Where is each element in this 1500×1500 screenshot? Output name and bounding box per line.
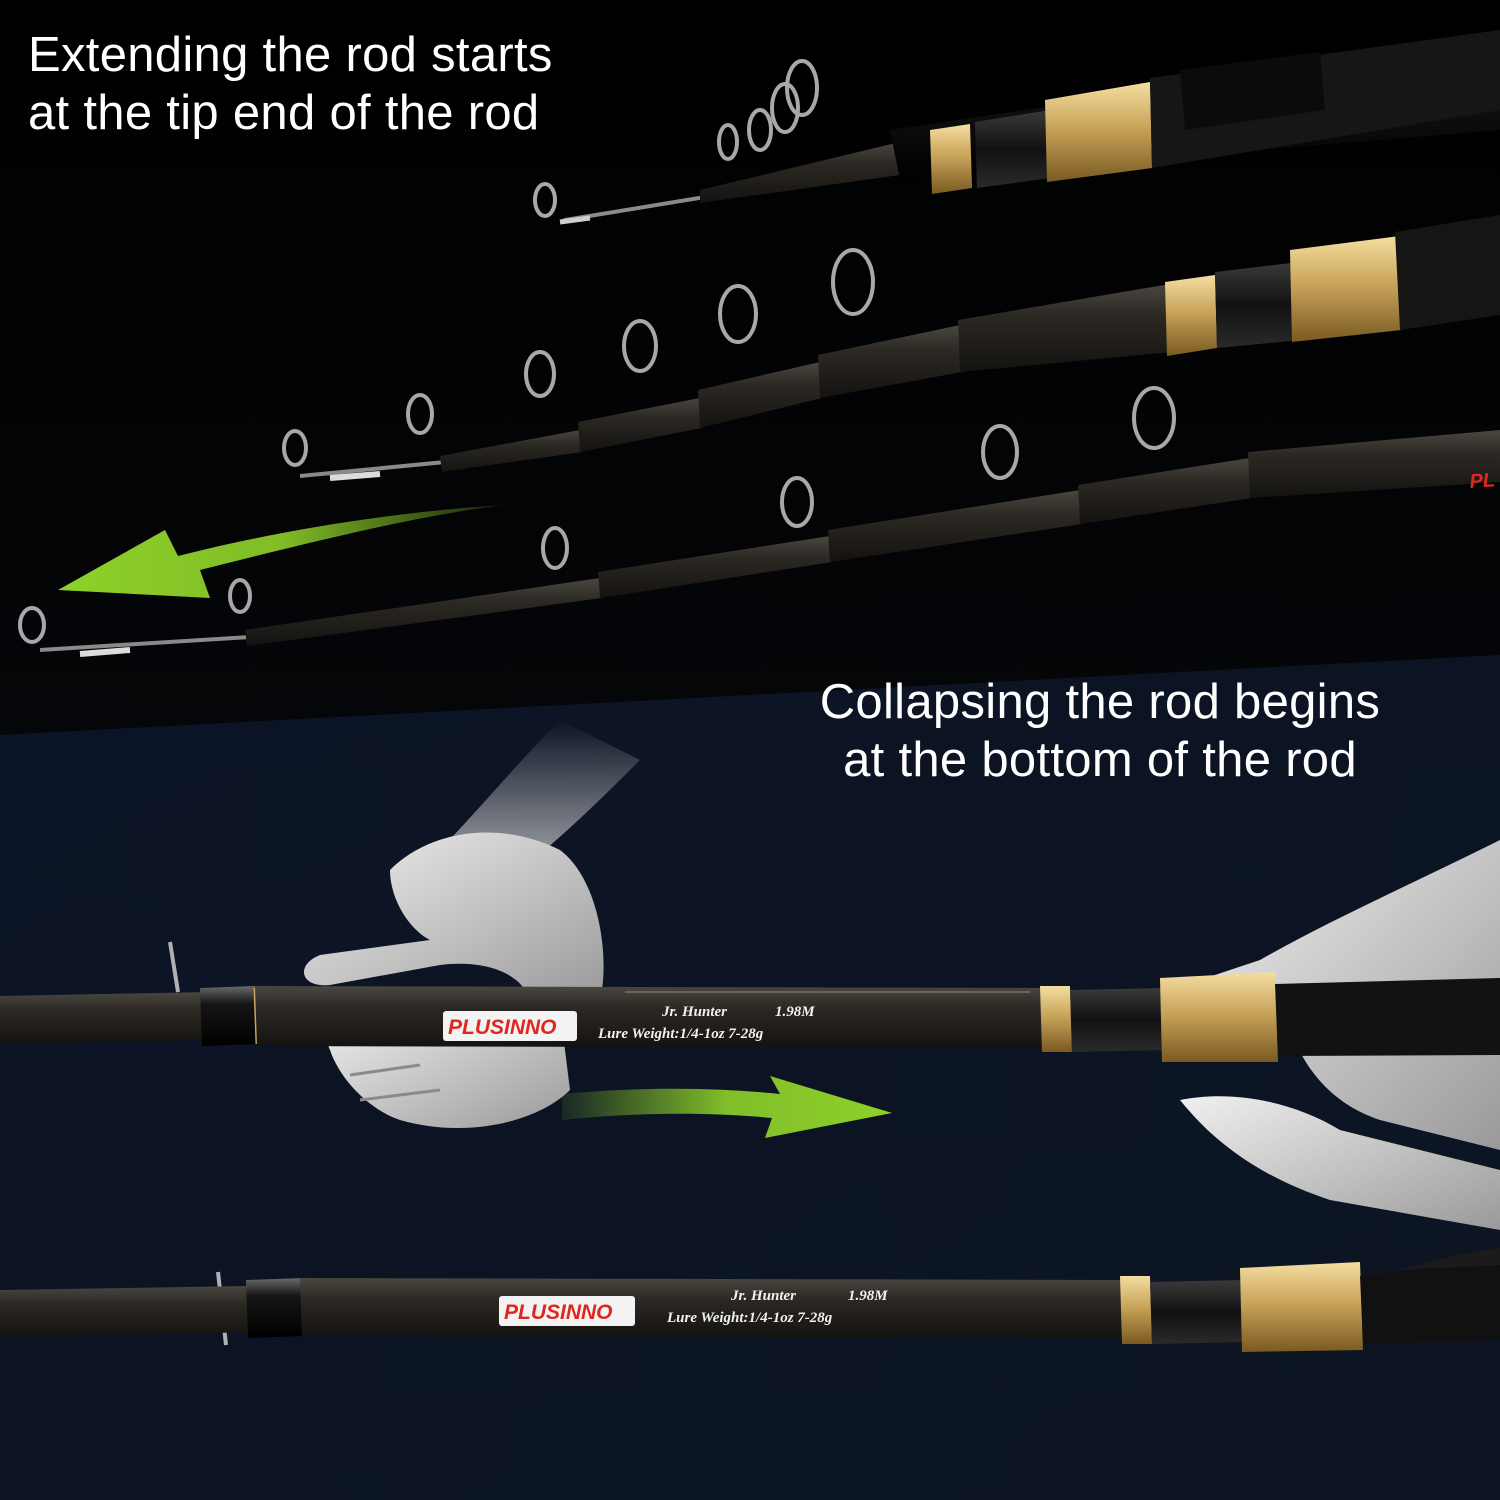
rod-model-a: Jr. Hunter <box>661 1004 727 1020</box>
rod-brand-b: PLUSINNO <box>504 1301 613 1324</box>
caption-collapsing-line2: at the bottom of the rod <box>843 733 1357 787</box>
rod-extended-medium <box>282 215 1500 481</box>
arrow-left-icon <box>58 505 505 598</box>
rod-markings-b: PLUSINNO Jr. Hunter 1.98M Lure Weight:1/… <box>499 1288 888 1326</box>
rod-model-b: Jr. Hunter <box>730 1288 796 1304</box>
rod-brand-a: PLUSINNO <box>448 1016 557 1039</box>
rod-length-b: 1.98M <box>848 1288 888 1304</box>
rod-length-a: 1.98M <box>775 1004 815 1020</box>
caption-collapsing-line1: Collapsing the rod begins <box>819 675 1381 729</box>
caption-extending-line1: Extending the rod starts <box>28 28 553 82</box>
rod-lure-weight-a: Lure Weight:1/4-1oz 7-28g <box>597 1026 764 1042</box>
rod-lure-weight-b: Lure Weight:1/4-1oz 7-28g <box>666 1310 833 1326</box>
rod-collapsed <box>0 1248 1500 1352</box>
arrow-right-icon <box>562 1076 892 1138</box>
caption-extending-line2: at the tip end of the rod <box>28 86 540 140</box>
caption-collapsing: Collapsing the rod begins at the bottom … <box>740 673 1460 789</box>
rod-markings-a: PLUSINNO Jr. Hunter 1.98M Lure Weight:1/… <box>443 1004 815 1042</box>
caption-extending: Extending the rod starts at the tip end … <box>28 26 553 142</box>
rod-brand-partial: PL <box>1469 469 1496 493</box>
rod-extended-short <box>533 30 1500 225</box>
rod-extended-long <box>18 386 1500 657</box>
rod-collapsing <box>0 941 1500 1062</box>
